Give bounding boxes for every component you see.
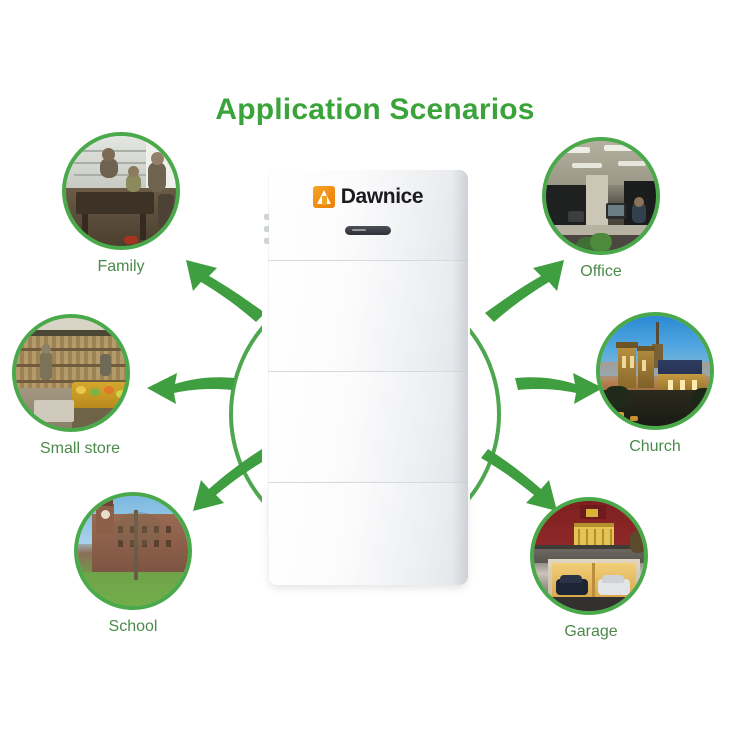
page-title: Application Scenarios [215, 93, 535, 126]
status-indicator-strip [345, 226, 391, 235]
brand-name: Dawnice [340, 185, 424, 208]
scenario-family[interactable]: Family [62, 132, 180, 276]
office-photo [542, 137, 660, 255]
scenario-garage[interactable]: Garage [530, 497, 648, 641]
battery-module-base [268, 483, 468, 585]
scenario-label: Family [97, 258, 145, 275]
module-seam [268, 260, 468, 261]
module-seam [268, 371, 468, 372]
dawnice-mark-icon [312, 186, 335, 208]
module-seam [268, 482, 468, 483]
scenario-school[interactable]: School [74, 492, 192, 636]
small-store-photo [12, 314, 130, 432]
garage-photo [530, 497, 648, 615]
battery-stack-unit: Dawnice [264, 170, 468, 585]
side-vent-icon [264, 214, 269, 220]
scenario-label: Garage [564, 623, 618, 640]
side-vent-icon [264, 226, 269, 232]
battery-module-top [268, 170, 468, 260]
side-vent-icon [264, 238, 269, 244]
church-photo [596, 312, 714, 430]
scenario-small-store[interactable]: Small store [12, 314, 130, 458]
battery-module-3 [268, 372, 468, 482]
scenario-label: Small store [39, 440, 121, 457]
scenario-label: Office [580, 263, 622, 280]
family-photo [62, 132, 180, 250]
battery-module-2 [268, 261, 468, 371]
brand-logo: Dawnice [268, 185, 468, 209]
scenario-label: School [108, 618, 158, 635]
school-photo [74, 492, 192, 610]
scenario-label: Church [629, 438, 681, 455]
arrow-to-family [186, 260, 265, 322]
arrow-to-church [515, 373, 603, 404]
scenario-church[interactable]: Church [596, 312, 714, 456]
arrow-to-small-store [147, 373, 235, 404]
scenario-office[interactable]: Office [542, 137, 660, 281]
